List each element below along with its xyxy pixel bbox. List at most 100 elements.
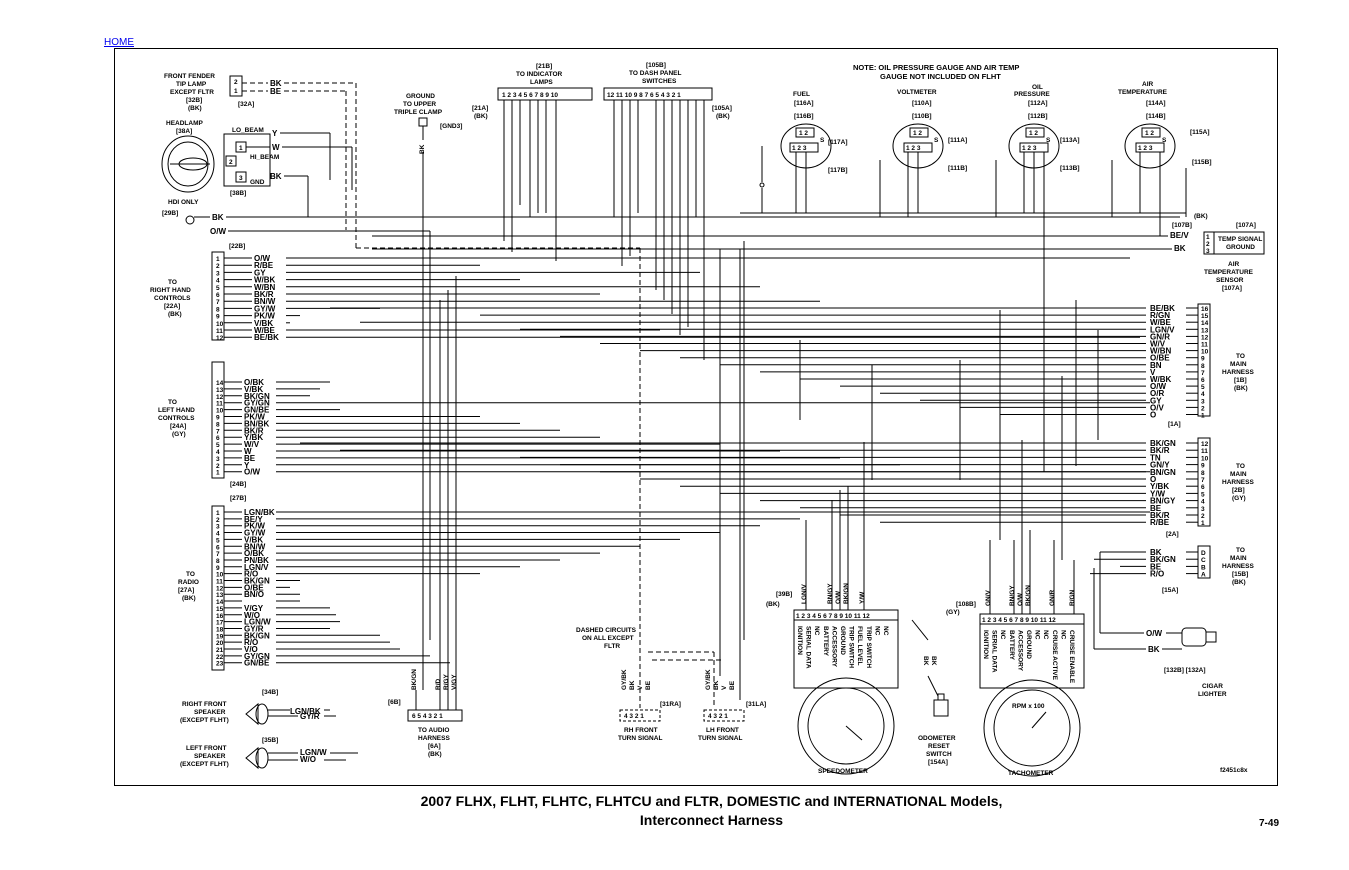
svg-text:TO INDICATOR: TO INDICATOR	[516, 71, 563, 78]
wire-label: BK/GN	[244, 631, 270, 640]
pin-number: 3	[216, 270, 220, 277]
wire-label: O/W	[244, 468, 260, 477]
diagram-title-line-1: 2007 FLHX, FLHT, FLHTC, FLHTCU and FLTR,…	[420, 793, 1003, 809]
wire-label: O/BE	[1150, 354, 1170, 363]
wire-label: V/BK	[244, 535, 263, 544]
cigar-lighter: O/W BK [132B] [132A] CIGAR LIGHTER	[1093, 552, 1227, 698]
wire-label: GN/Y	[1150, 461, 1170, 470]
wire-label: V/O	[244, 645, 258, 654]
pin-number: 14	[216, 380, 224, 387]
gauge-function-label: TRIP SWITCH	[848, 626, 855, 668]
pin-number: 11	[216, 579, 223, 586]
svg-text:GN/R: GN/R	[1049, 589, 1056, 606]
svg-text:1: 1	[1206, 234, 1210, 241]
wire-label: BN/GY	[1150, 497, 1176, 506]
svg-text:(BK): (BK)	[1194, 213, 1208, 220]
svg-text:BK/GN: BK/GN	[1025, 585, 1032, 606]
fender-tip-lamp: FRONT FENDER TIP LAMP EXCEPT FLTR [32B] …	[164, 73, 640, 249]
pin-number: 7	[216, 299, 220, 306]
svg-text:BE: BE	[645, 680, 652, 690]
svg-text:HARNESS: HARNESS	[1222, 369, 1254, 376]
svg-text:BK: BK	[212, 213, 224, 222]
wire-label: BK/GN	[244, 392, 270, 401]
wire-label: BN/W	[244, 542, 266, 551]
wire-label: V	[1150, 368, 1156, 377]
pin-number: 11	[216, 328, 223, 335]
svg-text:TACHOMETER: TACHOMETER	[1008, 770, 1054, 777]
fuel-gauge: FUEL [116A] [116B] 1 2 1 2 3 S [117A] [1…	[759, 91, 848, 213]
svg-text:1 2 3 4 5 6 7 8 9 10 11 12: 1 2 3 4 5 6 7 8 9 10 11 12	[982, 617, 1056, 624]
svg-text:DASHED CIRCUITS: DASHED CIRCUITS	[576, 627, 637, 634]
svg-text:(BK): (BK)	[428, 751, 442, 758]
pin-number: 1	[1201, 520, 1205, 527]
oil-pressure-gauge: OIL PRESSURE [112A] [112B] 1 2 1 2 3 S […	[1008, 84, 1080, 172]
wire-label: V/BK	[254, 319, 273, 328]
wire-label: BN/O	[244, 590, 264, 599]
svg-text:[2B]: [2B]	[1232, 487, 1245, 494]
gauge-function-label: NC	[873, 626, 880, 636]
pin-number: 23	[216, 661, 224, 668]
svg-text:[114A]: [114A]	[1146, 100, 1166, 107]
wire-label: W/O	[244, 611, 260, 620]
svg-text:TO: TO	[168, 399, 177, 406]
svg-text:TO: TO	[186, 571, 195, 578]
wire-label: R/BE	[1150, 518, 1170, 527]
svg-text:1 2 3: 1 2 3	[906, 145, 921, 152]
odometer-reset-switch: BK BK ODOMETER RESET SWITCH [154A]	[911, 619, 956, 766]
svg-text:TO: TO	[1236, 463, 1245, 470]
svg-text:[113B]: [113B]	[1060, 165, 1080, 172]
svg-text:TO AUDIO: TO AUDIO	[418, 727, 449, 734]
svg-text:GY/R: GY/R	[300, 712, 320, 721]
wire-label: GN/BE	[244, 406, 270, 415]
svg-text:1 2 3: 1 2 3	[1022, 145, 1037, 152]
pin-number: 11	[1201, 448, 1208, 455]
svg-text:SPEAKER: SPEAKER	[194, 753, 226, 760]
wire-label: GY/W	[254, 304, 276, 313]
svg-text:[34B]: [34B]	[262, 689, 278, 696]
wire-label: O/BK	[244, 549, 264, 558]
wire-label: W/BN	[1150, 347, 1172, 356]
wire-label: GY/W	[244, 529, 266, 538]
svg-text:GN/V: GN/V	[985, 589, 992, 606]
svg-text:R/GN: R/GN	[1069, 589, 1076, 606]
svg-text:O/W: O/W	[1146, 629, 1162, 638]
svg-text:OIL: OIL	[1032, 84, 1043, 91]
home-link[interactable]: HOME	[104, 37, 134, 48]
right-front-speaker: RIGHT FRONT SPEAKER (EXCEPT FLHT) [34B] …	[180, 689, 336, 726]
svg-text:1 2: 1 2	[799, 130, 808, 137]
pin-number: 10	[216, 321, 224, 328]
pin-number: 15	[216, 606, 224, 613]
pin-number: 16	[1201, 306, 1209, 313]
gauge-function-label: TRIP SWITCH	[865, 626, 872, 668]
pin-number: B	[1201, 564, 1206, 571]
diagram-frame	[114, 48, 1278, 786]
pin-number: 6	[216, 435, 220, 442]
svg-text:[107B]: [107B]	[1172, 222, 1192, 229]
svg-text:S: S	[1046, 137, 1051, 144]
svg-text:1 2 3 4 5 6 7 8 9 10 11 12: 1 2 3 4 5 6 7 8 9 10 11 12	[796, 613, 870, 620]
svg-text:[107A]: [107A]	[1222, 285, 1242, 292]
pin-number: 9	[1201, 463, 1205, 470]
main-harness-1b-wires: 16BE/BK15R/GN14W/BE13LGN/V12GN/R11W/V10W…	[330, 304, 1209, 420]
svg-text:(BK): (BK)	[188, 105, 202, 112]
svg-text:BK: BK	[922, 656, 929, 666]
svg-text:1 2 3: 1 2 3	[792, 145, 807, 152]
pin-number: 14	[1201, 320, 1209, 327]
main-harness-2b-connector: TO MAIN HARNESS [2B] (GY) [2A]	[1166, 437, 1254, 538]
dash-panel-switches-connector: [105B] TO DASH PANEL SWITCHES 12 11 10 9…	[603, 62, 732, 120]
wire-label: LGN/V	[244, 563, 269, 572]
svg-text:O/W: O/W	[210, 227, 226, 236]
wire-label: BE	[1150, 562, 1162, 571]
svg-text:MAIN: MAIN	[1230, 555, 1247, 562]
gauge-function-label: FUEL LEVEL	[856, 626, 863, 666]
left-front-speaker: LEFT FRONT SPEAKER (EXCEPT FLHT) [35B] L…	[180, 737, 358, 770]
wire-label: GN/BE	[244, 659, 270, 668]
pin-number: 3	[1201, 506, 1205, 513]
pin-number: 6	[1201, 484, 1205, 491]
pin-number: 8	[216, 421, 220, 428]
pin-number: 5	[216, 537, 220, 544]
svg-text:12 11 10 9 8 7 6 5 4 3 2 1: 12 11 10 9 8 7 6 5 4 3 2 1	[607, 92, 681, 99]
svg-text:[107A]: [107A]	[1236, 222, 1256, 229]
wire-label: BK	[1150, 548, 1162, 557]
wire-label: Y/BK	[1150, 482, 1169, 491]
